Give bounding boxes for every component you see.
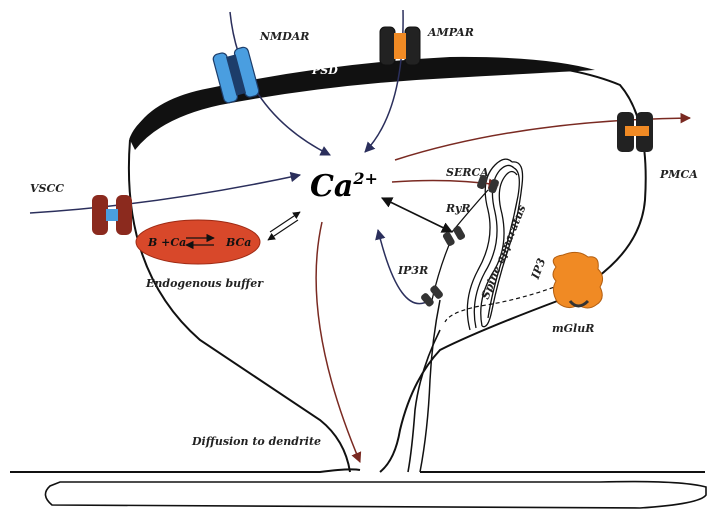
mglur-label: mGluR <box>552 322 594 335</box>
ip3r-channel-icon <box>420 284 444 308</box>
endogenous-buffer-label: Endogenous buffer <box>145 277 264 290</box>
pmca-pump-icon <box>617 112 653 152</box>
ip3-label: IP3 <box>529 256 549 282</box>
buffer-right-text: BCa <box>225 236 251 249</box>
mglur-receptor-icon <box>553 252 603 308</box>
vscc-influx-arrow <box>30 175 300 213</box>
er-neck <box>420 300 440 472</box>
endogenous-buffer: B +Ca BCa <box>136 220 260 264</box>
psd-band <box>130 57 595 150</box>
ip3r-label: IP3R <box>397 264 428 277</box>
vscc-channel-icon <box>92 195 132 235</box>
ampar-channel-icon <box>380 27 420 65</box>
ryr-exchange-arrow <box>382 198 452 232</box>
pmca-label: PMCA <box>659 168 698 181</box>
ip3-pathway <box>445 285 560 322</box>
serca-label: SERCA <box>446 166 489 179</box>
dendrite-shaft <box>10 469 706 508</box>
ampar-label: AMPAR <box>427 26 474 39</box>
psd-label: PSD <box>311 64 338 77</box>
buffer-left-text: B +Ca <box>147 236 186 249</box>
vscc-label: VSCC <box>30 182 64 195</box>
nmdar-label: NMDAR <box>259 30 309 43</box>
ryr-label: RyR <box>445 202 470 215</box>
calcium-label: Ca2+ <box>310 169 378 204</box>
diffusion-label: Diffusion to dendrite <box>191 435 321 448</box>
diffusion-arrow <box>316 222 360 462</box>
